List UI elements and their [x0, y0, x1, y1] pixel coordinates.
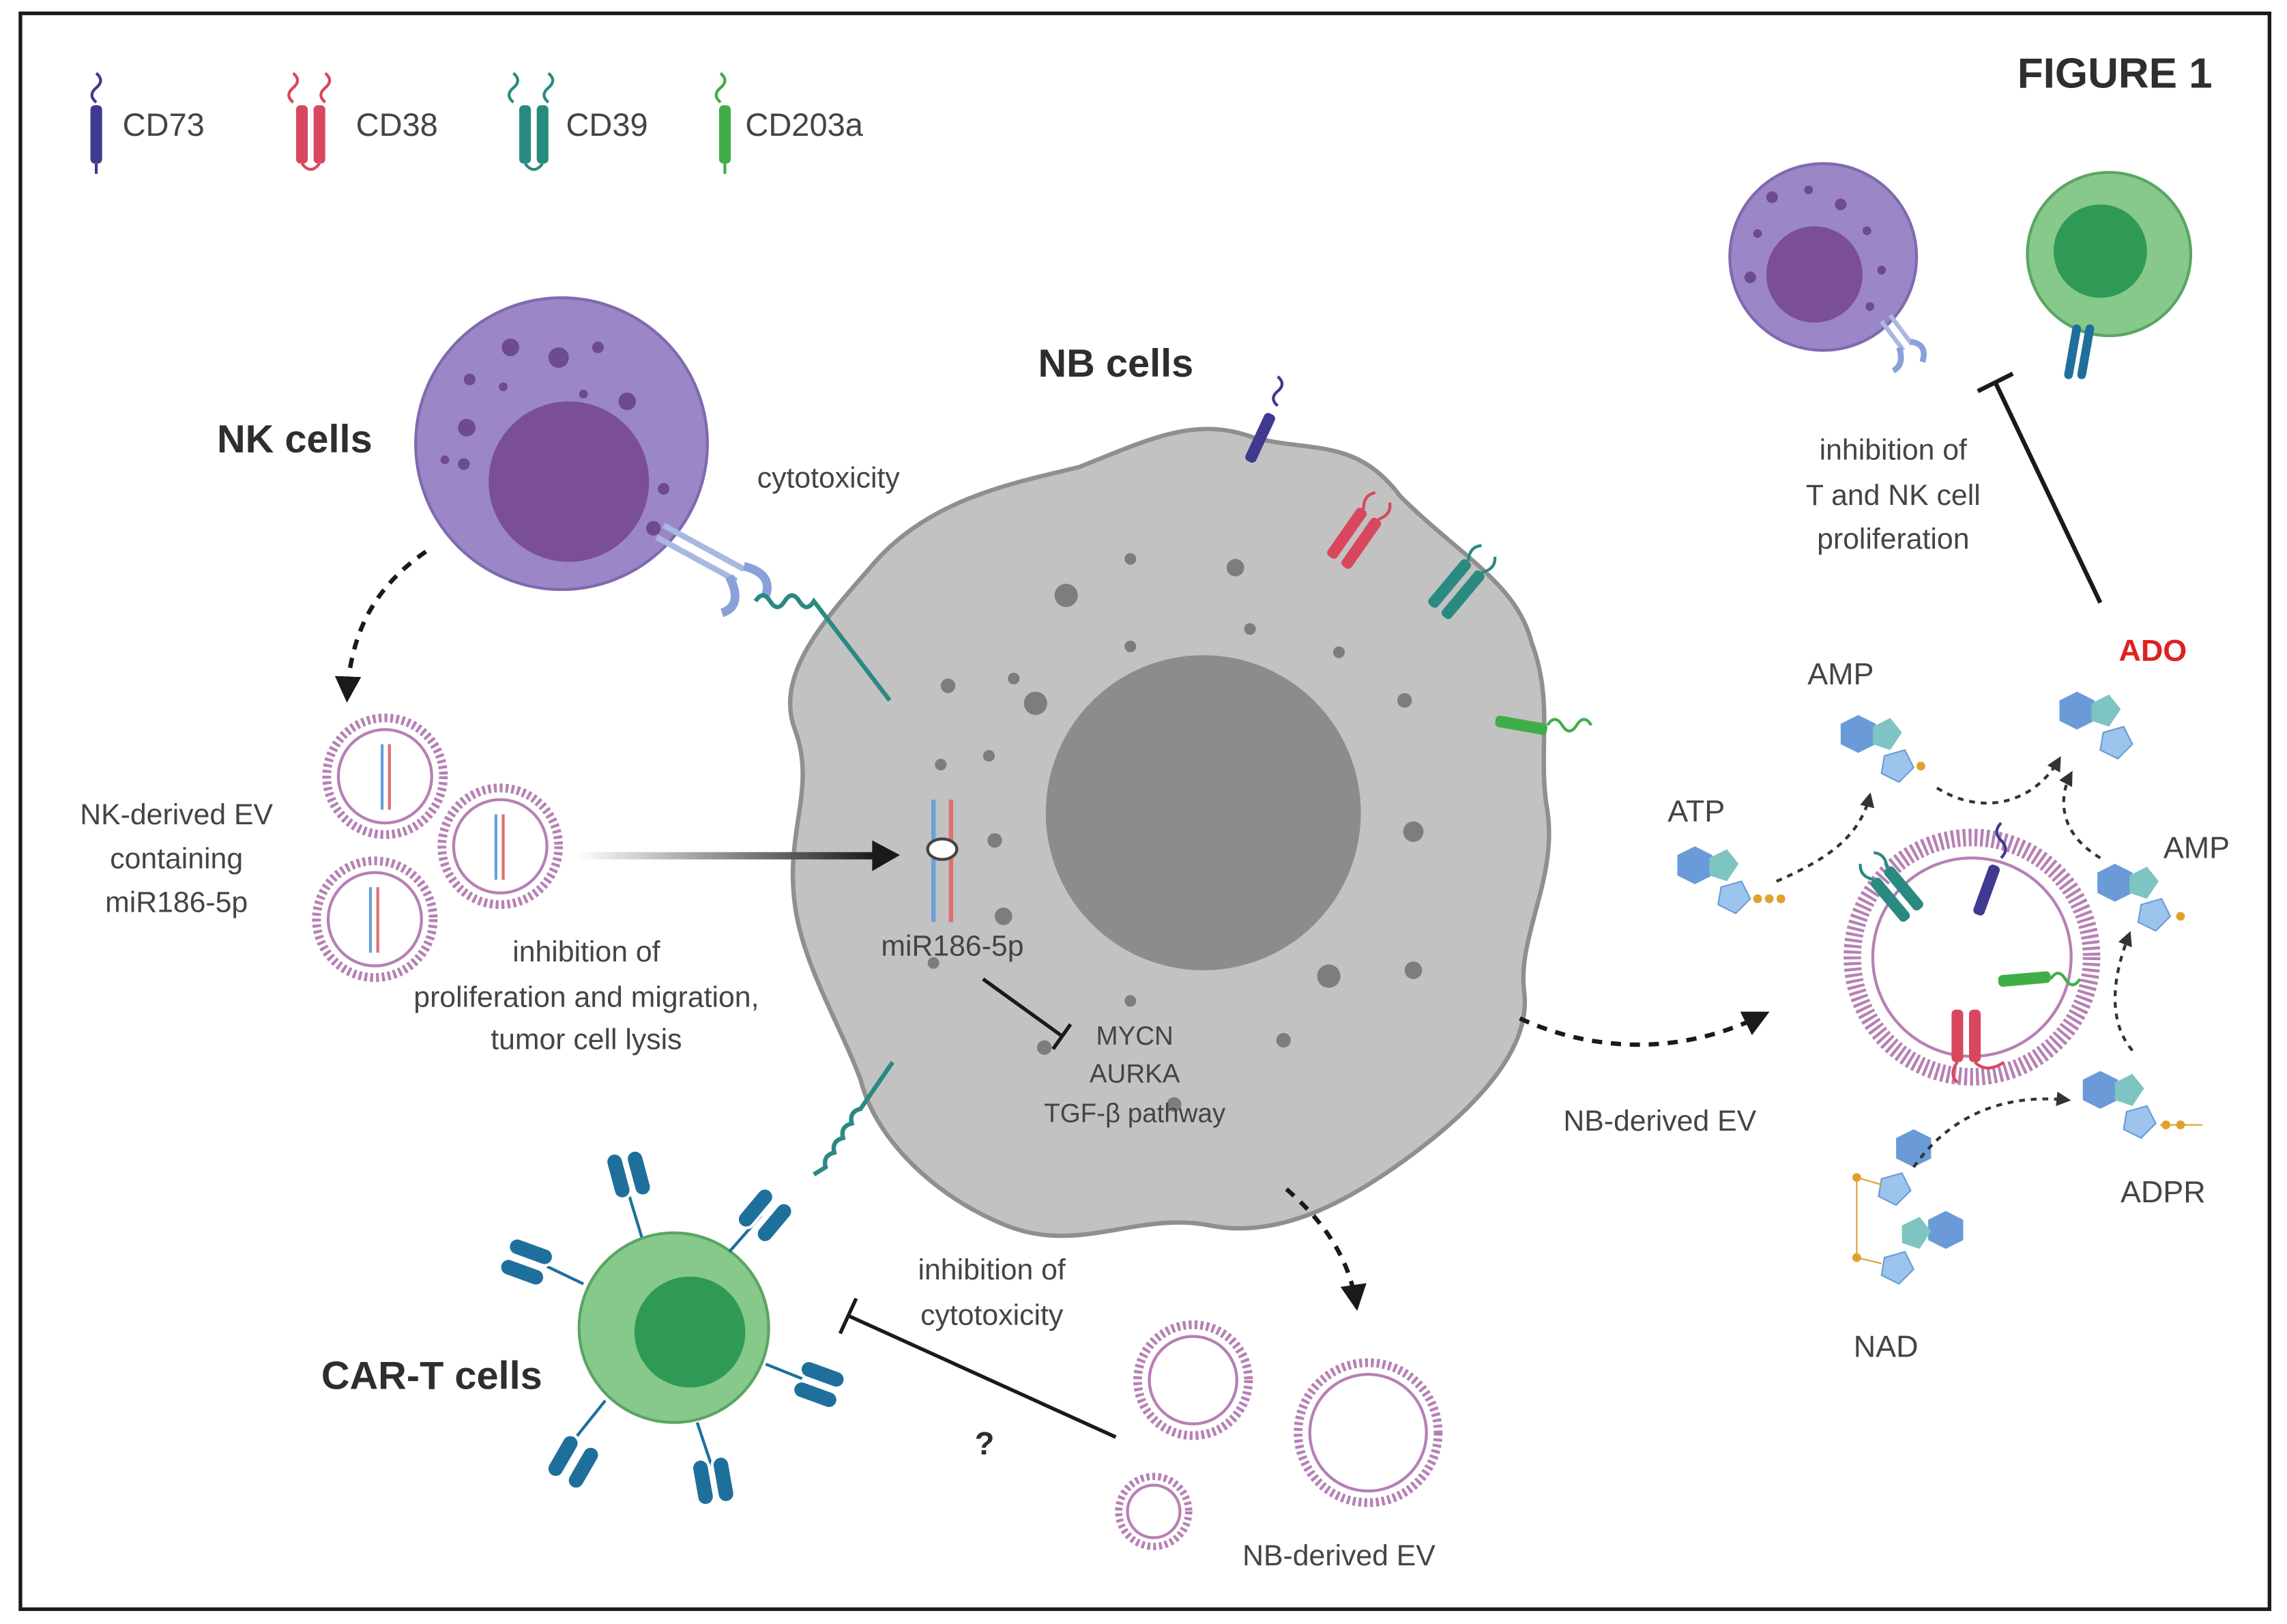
nb-nucleus: [1045, 655, 1361, 970]
legend-item-cd38: CD38: [287, 72, 438, 171]
ado-inhibition-line: [1993, 381, 2103, 604]
nb-cell: [787, 426, 1552, 1238]
nb-cd203a-marker: [1495, 715, 1593, 735]
nb-ev-bottom-label: NB-derived EV: [1242, 1539, 1436, 1572]
nk-receptor: [654, 523, 772, 618]
nb-ev: [1133, 1320, 1253, 1440]
atp-label: ATP: [1667, 794, 1725, 828]
legend-item-cd39: CD39: [507, 72, 648, 171]
nb-granules: [927, 553, 1424, 1112]
amp-left-label: AMP: [1807, 656, 1874, 691]
ev-cd73: [1973, 822, 2007, 916]
adpr-to-amp-arrow: [2113, 931, 2134, 1052]
car-t-cell: [498, 1148, 847, 1507]
target-aurka: AURKA: [1090, 1060, 1180, 1089]
mir-inhibition-line: [982, 977, 1063, 1038]
legend-label-cd38: CD38: [356, 106, 438, 143]
nk-ev: [322, 713, 448, 839]
inh-tnk-line3: proliferation: [1817, 523, 1969, 555]
inh-prolif-line1: inhibition of: [512, 936, 660, 968]
nb-ligand-cart: [813, 1060, 894, 1176]
adpr-label: ADPR: [2121, 1174, 2206, 1209]
amp-to-ado-arrow: [1936, 756, 2061, 805]
mir-inhibition-bar: [1051, 1023, 1073, 1050]
car-receptor-heads: [498, 1148, 847, 1507]
nb-cd73-marker: [1245, 375, 1284, 463]
inh-prolif-line3: tumor cell lysis: [491, 1023, 682, 1056]
legend-item-cd73: CD73: [90, 72, 205, 174]
nk-ev-group: [312, 713, 564, 983]
inh-prolif-line2: proliferation and migration,: [413, 981, 759, 1013]
ado-inhibition-bar: [1977, 371, 2014, 394]
legend: CD73 CD38 CD39 CD203a: [90, 72, 864, 174]
nk-cell: [414, 296, 772, 618]
nb-cells-label: NB cells: [1038, 342, 1194, 386]
atp-molecule: [1677, 846, 1786, 914]
nk-granules: [440, 338, 670, 536]
small-nk-cell: [1728, 162, 1927, 374]
nb-ev: [1115, 1473, 1193, 1550]
conversion-arrows: [1775, 756, 2134, 1168]
amp-left-molecule: [1840, 714, 1925, 783]
target-tgfb: TGF-β pathway: [1044, 1099, 1226, 1128]
legend-label-cd39: CD39: [566, 106, 647, 143]
cytotoxicity-label: cytotoxicity: [757, 461, 901, 494]
inh-cyto-line2: cytotoxicity: [920, 1299, 1064, 1331]
inh-tnk-line2: T and NK cell: [1806, 479, 1981, 512]
nb-ev-group-bottom: [1115, 1320, 1443, 1550]
cd38-icon: [287, 72, 332, 104]
legend-label-cd203a: CD203a: [745, 106, 863, 143]
cd73-icon: [90, 72, 102, 104]
figure-label: FIGURE 1: [2017, 50, 2213, 98]
car-t-nucleus: [634, 1276, 746, 1388]
inh-tnk-line1: inhibition of: [1820, 434, 1967, 467]
nk-cells-label: NK cells: [217, 418, 373, 461]
ado-label: ADO: [2118, 633, 2187, 668]
cd39-icon: [507, 72, 555, 104]
nb-cd39-marker: [1428, 544, 1497, 620]
nad-molecule: [1852, 1129, 1964, 1285]
legend-label-cd73: CD73: [123, 106, 205, 143]
nk-ev-label-line2: containing: [110, 842, 243, 875]
nb-cd38-marker: [1327, 491, 1392, 569]
nb-to-ev-bottom-arrow: [1285, 1187, 1367, 1311]
ado-molecule: [2059, 691, 2133, 760]
ev-to-nb-arrow-shaft: [576, 852, 875, 860]
ev-inhibits-cart-bar: [838, 1297, 858, 1335]
nk-ev-label-line3: miR186-5p: [105, 886, 248, 918]
amp-right-to-ado-arrow: [2059, 770, 2101, 860]
ev-cd203a: [1998, 971, 2082, 987]
car-receptors: [546, 1188, 803, 1467]
cd203a-icon: [714, 72, 727, 104]
inh-cyto-line1: inhibition of: [918, 1253, 1066, 1286]
small-t-cell: [2026, 171, 2193, 379]
adpr-molecule: [2082, 1071, 2203, 1140]
nk-nucleus: [489, 401, 650, 562]
ev-cd38: [1951, 1009, 2005, 1084]
nb-to-ev-right-arrow: [1519, 1011, 1770, 1047]
nad-to-adpr-arrow: [1912, 1091, 2071, 1168]
nb-ligand-nk: [753, 593, 892, 702]
ev-inhibits-cart-line: [848, 1314, 1117, 1439]
nk-ev: [312, 856, 438, 983]
amp-right-molecule: [2097, 863, 2185, 932]
target-mycn: MYCN: [1096, 1021, 1174, 1051]
nk-ev: [437, 783, 564, 910]
ev-to-nb-arrow-head: [872, 840, 900, 871]
ev-cd39: [1859, 851, 1923, 922]
nb-ev: [1294, 1358, 1443, 1507]
nb-ev-right-label: NB-derived EV: [1563, 1105, 1756, 1137]
legend-item-cd203a: CD203a: [714, 72, 864, 174]
nad-label: NAD: [1854, 1329, 1919, 1363]
mir-label: miR186-5p: [881, 930, 1023, 963]
mirna-icon: [926, 799, 959, 923]
nk-ev-label-line1: NK-derived EV: [80, 798, 273, 831]
nb-ev-right: [1844, 822, 2101, 1086]
amp-right-label: AMP: [2164, 830, 2230, 865]
nk-to-ev-arrow: [334, 549, 428, 703]
car-t-cells-label: CAR-T cells: [321, 1354, 542, 1397]
question-mark: ?: [975, 1425, 995, 1462]
